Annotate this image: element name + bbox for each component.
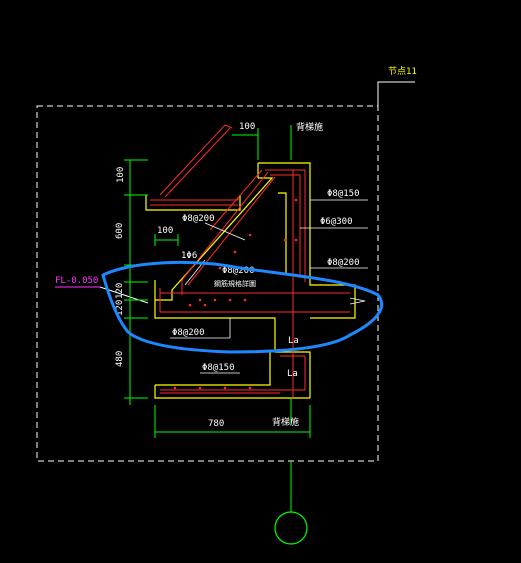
rebar-one-phi6: 1Φ6 — [181, 251, 197, 261]
dim-bottom-780: 780 — [208, 419, 224, 429]
break-arrow — [349, 297, 366, 305]
rebar-lines — [150, 124, 350, 398]
stair-note-bottom: 背梯施 — [272, 416, 299, 428]
rebar-phi8-200-bottom: Φ8@200 — [172, 328, 205, 338]
axis-bubble — [274, 511, 308, 545]
dim-left-120b: 120 — [115, 300, 125, 316]
la-upper: La — [288, 336, 299, 346]
dim-left-480: 480 — [115, 351, 125, 367]
dim-left-600: 600 — [115, 223, 125, 239]
dim-left-100: 100 — [116, 167, 126, 183]
dim-small-100: 100 — [157, 226, 173, 236]
rebar-phi8-150-bottom: Φ8@150 — [202, 363, 235, 373]
rebar-phi8-200-mid: Φ8@200 — [222, 266, 255, 276]
stair-note-top: 背梯施 — [296, 121, 323, 133]
dim-left-120: 120 — [115, 283, 125, 299]
la-lower: La — [287, 369, 298, 379]
highlight-annotation — [101, 260, 384, 354]
rebar-phi6-300: Φ6@300 — [320, 217, 353, 227]
node-label: 节点11 — [388, 66, 417, 77]
rebar-dots — [173, 198, 298, 390]
detail-frame — [36, 105, 379, 462]
dimension-lines — [124, 125, 311, 438]
inner-note: 鋼筋規格詳圖 — [214, 279, 256, 288]
node-leader — [377, 81, 415, 106]
rebar-phi8-200-stair: Φ8@200 — [182, 214, 215, 224]
fl-label: FL-0.050 — [55, 276, 98, 286]
rebar-phi8-200-right: Φ8@200 — [327, 258, 360, 268]
rebar-phi8-150-top: Φ8@150 — [327, 189, 360, 199]
dim-top-100: 100 — [239, 122, 255, 132]
